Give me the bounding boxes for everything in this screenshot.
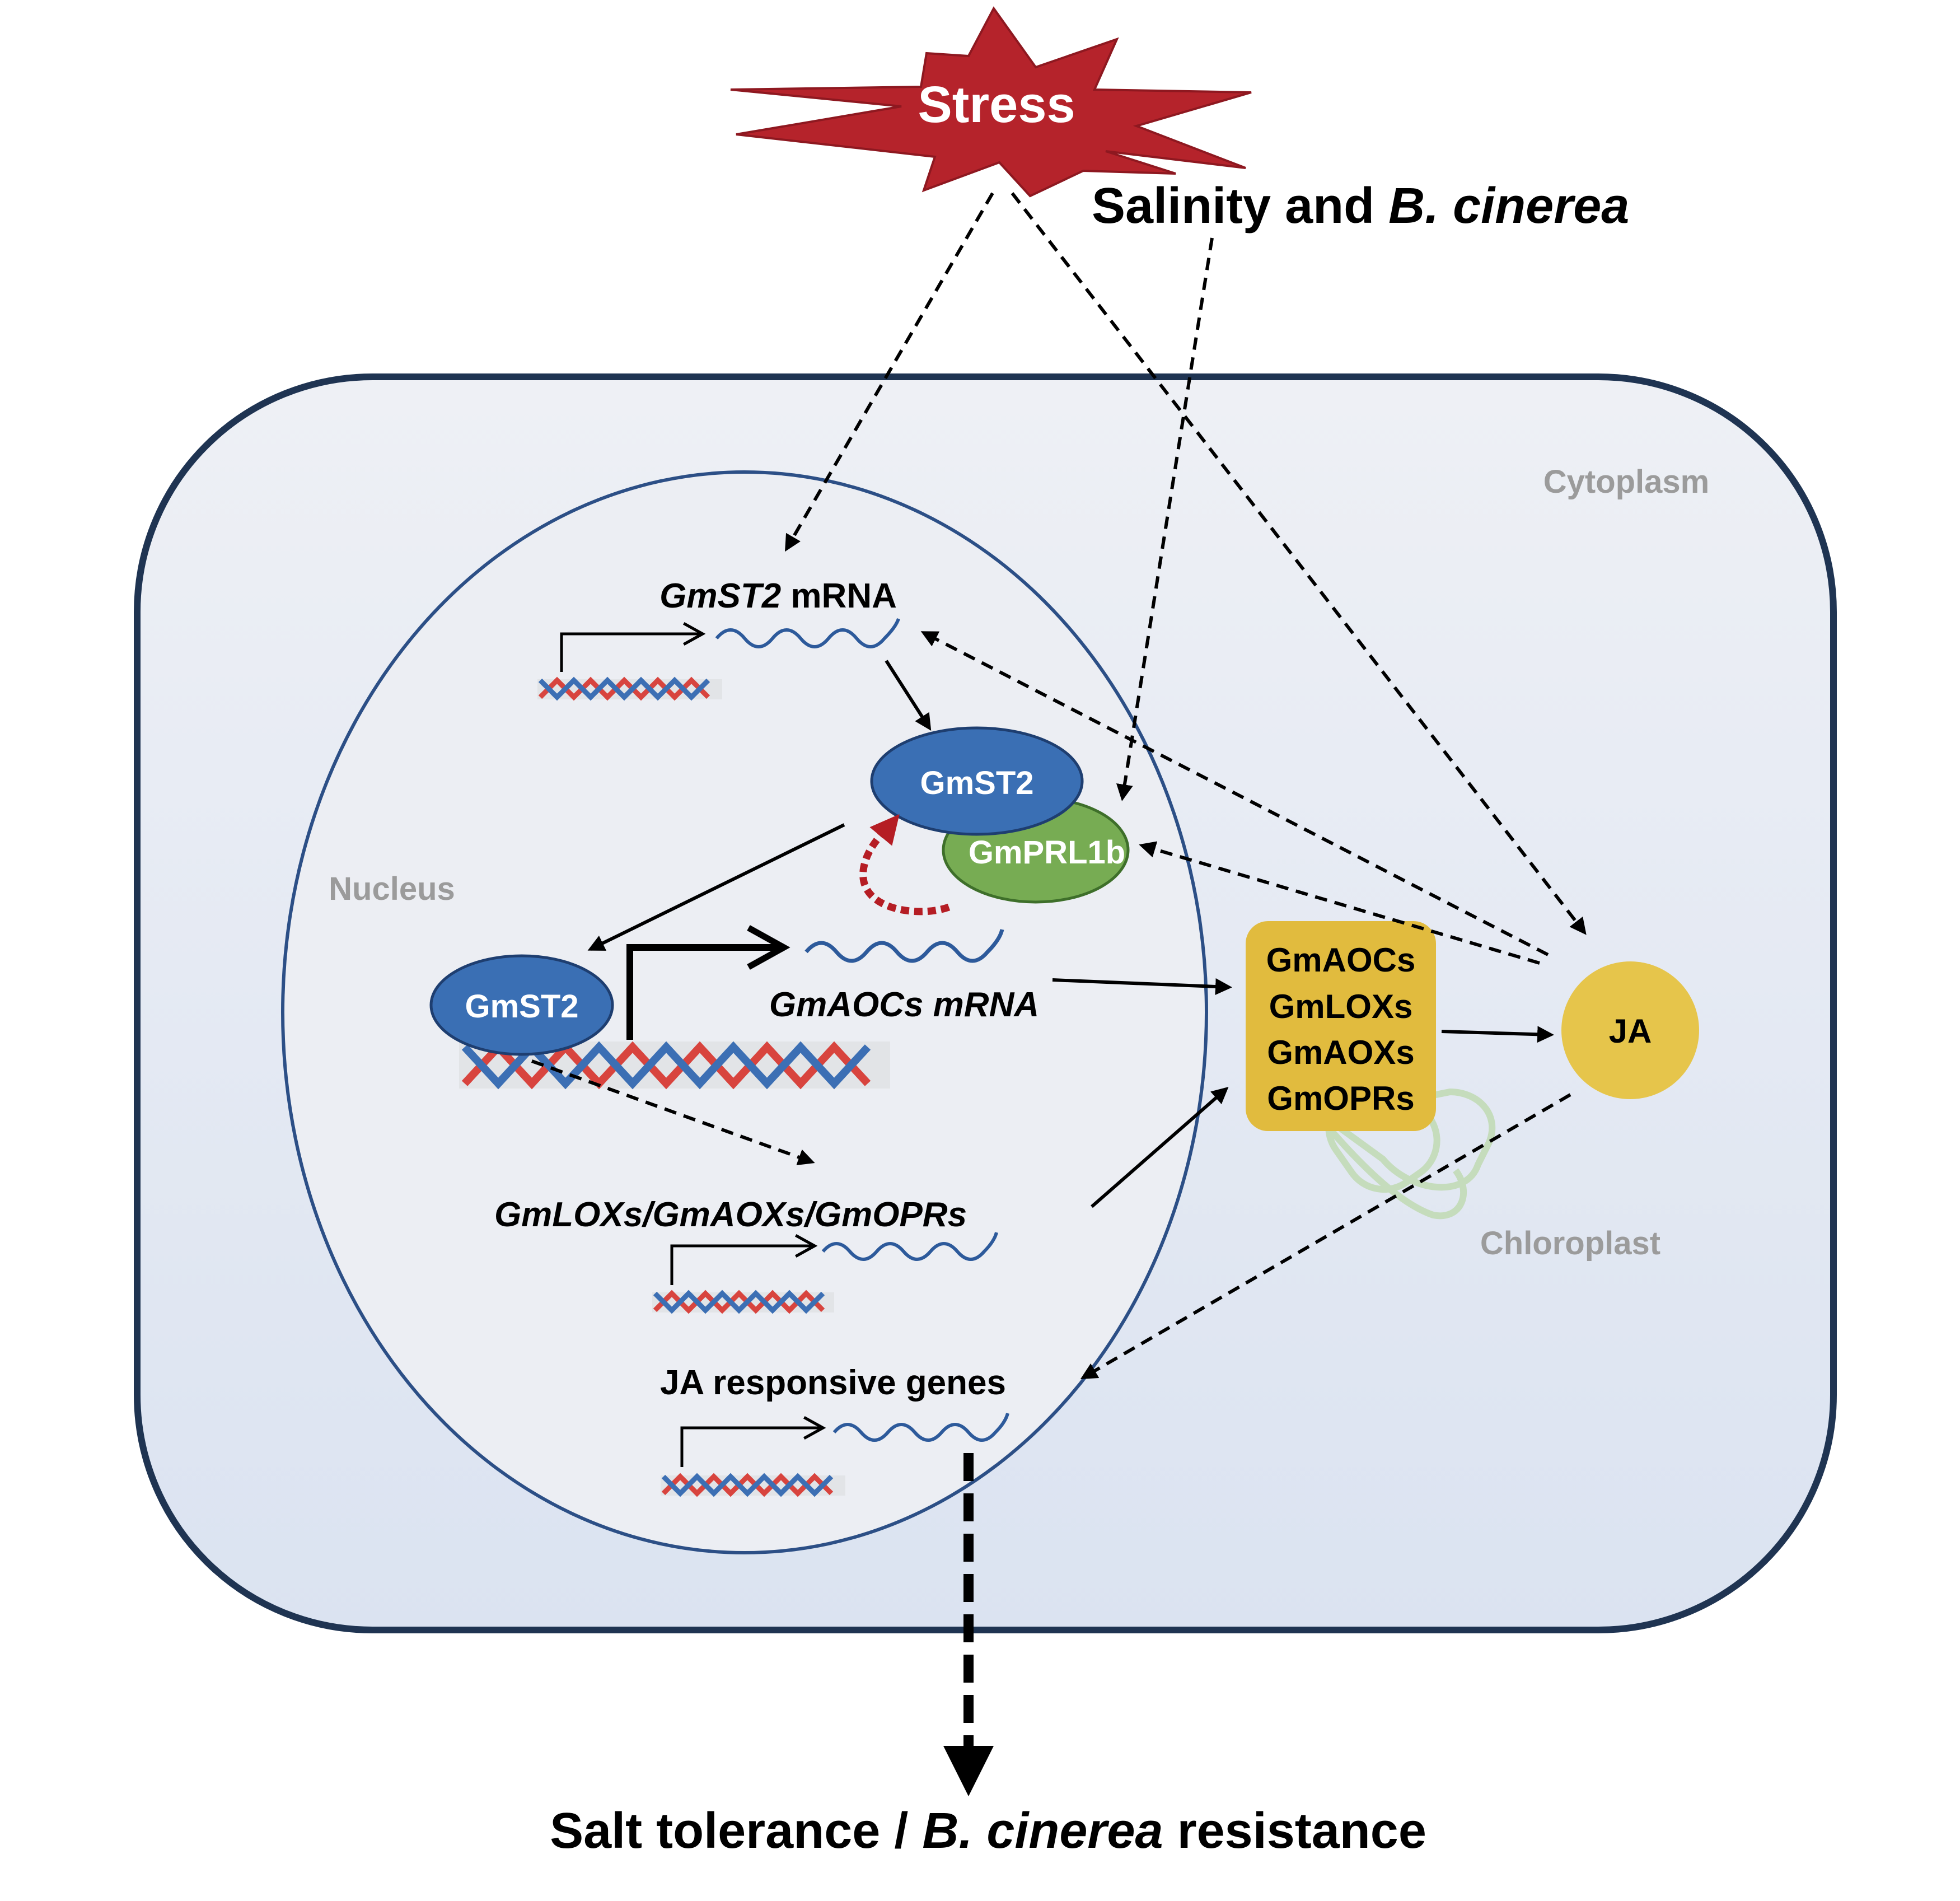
stress-burst	[730, 6, 1252, 198]
feedback-arrow	[859, 814, 951, 916]
dashed-arrows	[531, 192, 1587, 1380]
enzyme-aocs: GmAOCs	[1266, 941, 1416, 979]
lox-aox-opr-label: GmLOXs/GmAOXs/GmOPRs	[494, 1195, 967, 1234]
dashed-ja-to-responsive-genes	[1080, 1093, 1571, 1380]
gmst2-dna	[537, 676, 722, 701]
stress-label: Stress	[918, 76, 1075, 133]
arrow-mrna-to-gmst2	[885, 660, 932, 731]
chloroplast-label: Chloroplast	[1480, 1225, 1660, 1262]
enzyme-loxs: GmLOXs	[1269, 988, 1413, 1025]
ja-resp-mrna-wave	[832, 1413, 1009, 1442]
lox-mrna-wave	[821, 1232, 998, 1261]
arrow-lox-to-enzymes	[1091, 1087, 1229, 1208]
dashed-ja-to-gmprl1b	[1139, 841, 1540, 965]
gmaocs-mrna-wave	[804, 929, 1004, 963]
enzyme-box	[1246, 921, 1436, 1131]
cytoplasm-label: Cytoplasm	[1543, 464, 1710, 500]
arrow-gmst2-to-promoter	[587, 823, 845, 951]
enzyme-aoxs: GmAOXs	[1267, 1034, 1414, 1071]
solid-arrows	[587, 660, 1554, 1208]
dashed-stress-to-ja	[1011, 192, 1587, 935]
gmst2-promoter-arrow	[560, 622, 706, 672]
ja-responsive-label: JA responsive genes	[660, 1363, 1006, 1402]
gmst2-mrna-wave	[715, 618, 900, 648]
nucleus-label: Nucleus	[329, 871, 455, 907]
ja-label: JA	[1609, 1012, 1652, 1050]
outcome-label: Salt tolerance / B. cinerea resistance	[550, 1803, 1426, 1859]
enzyme-oprs: GmOPRs	[1267, 1080, 1414, 1117]
ja-resp-promoter-arrow	[680, 1416, 826, 1467]
ja-circle	[1561, 961, 1699, 1099]
dashed-ja-to-gmst2-mrna	[920, 631, 1549, 956]
gmst2-bound-label: GmST2	[465, 988, 578, 1025]
gmaocs-promoter-arrow	[626, 925, 790, 1040]
gmprl1b-label: GmPRL1b	[969, 834, 1125, 871]
arrow-mrna-to-enzymes	[1052, 978, 1232, 995]
dashed-stress-to-gmst2-mrna	[784, 192, 994, 552]
gmst2-protein-bound	[429, 954, 614, 1056]
arrow-enzymes-to-ja	[1441, 1026, 1554, 1043]
heading-salinity: Salinity and B. cinerea	[1092, 178, 1629, 234]
gmaocs-mrna-label: GmAOCs mRNA	[769, 985, 1039, 1024]
gmst2-mrna-label: GmST2 mRNA	[659, 577, 897, 615]
gmst2-protein-top	[870, 726, 1084, 836]
lox-promoter-arrow	[670, 1234, 818, 1285]
dashed-dna-to-lox	[531, 1059, 815, 1165]
dashed-salinity-to-gmprl1b	[1116, 237, 1214, 801]
lox-dna	[652, 1290, 834, 1314]
ja-resp-dna	[661, 1473, 845, 1497]
gmst2-top-label: GmST2	[920, 765, 1033, 801]
